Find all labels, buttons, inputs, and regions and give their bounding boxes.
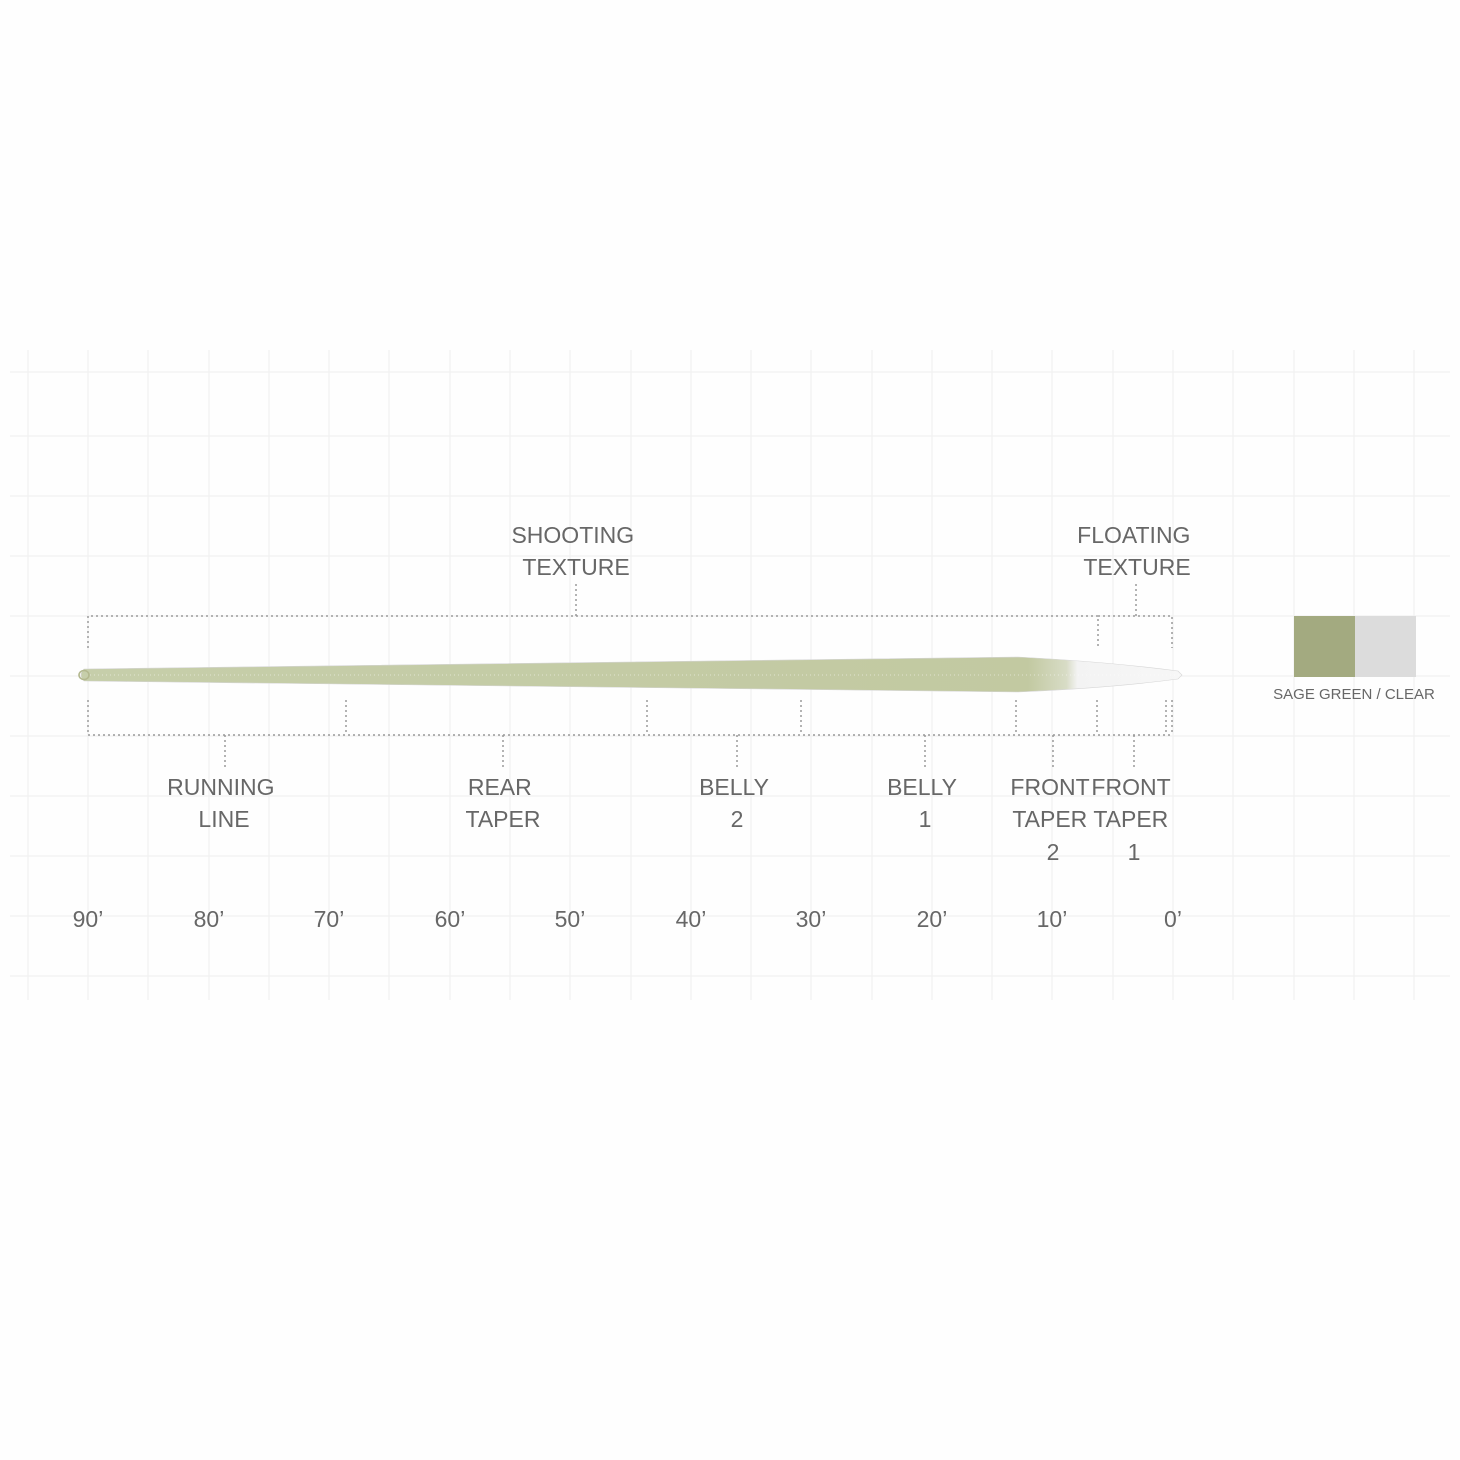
scale-tick-label: 0’: [1164, 906, 1182, 932]
shooting-texture-label: SHOOTING TEXTURE: [511, 522, 640, 580]
scale-tick-label: 50’: [555, 906, 586, 932]
label-line: 1: [919, 806, 932, 832]
section-label-front-taper-1: FRONT TAPER 1: [1091, 774, 1176, 865]
section-label-front-taper-2: FRONT TAPER 2: [1010, 774, 1095, 865]
clear-swatch: [1355, 616, 1416, 677]
scale-tick-label: 70’: [314, 906, 345, 932]
label-line: FRONT: [1010, 774, 1089, 800]
label-line: FRONT: [1091, 774, 1170, 800]
color-legend: SAGE GREEN / CLEAR: [1273, 616, 1435, 703]
label-line: FLOATING: [1077, 522, 1190, 548]
label-line: 1: [1128, 839, 1141, 865]
scale-tick-label: 60’: [435, 906, 466, 932]
label-line: TAPER: [1093, 806, 1168, 832]
label-line: SHOOTING: [511, 522, 634, 548]
scale-tick-label: 20’: [917, 906, 948, 932]
legend-label: SAGE GREEN / CLEAR: [1273, 686, 1435, 703]
label-line: 2: [1047, 839, 1060, 865]
section-label-belly-1: BELLY 1: [887, 774, 963, 832]
floating-texture-label: FLOATING TEXTURE: [1077, 522, 1197, 580]
label-line: RUNNING: [167, 774, 274, 800]
label-line: TEXTURE: [522, 554, 629, 580]
section-label-rear-taper: REAR TAPER: [466, 774, 541, 832]
label-line: TAPER: [1012, 806, 1087, 832]
label-line: LINE: [198, 806, 249, 832]
label-line: BELLY: [699, 774, 769, 800]
label-line: REAR: [468, 774, 532, 800]
scale-tick-label: 40’: [676, 906, 707, 932]
section-label-running-line: RUNNING LINE: [167, 774, 281, 832]
welded-loop: [78, 669, 90, 681]
label-line: TAPER: [466, 806, 541, 832]
distance-scale: 90’ 80’ 70’ 60’ 50’ 40’ 30’ 20’ 10’ 0’: [73, 906, 1182, 932]
scale-tick-label: 90’: [73, 906, 104, 932]
section-brackets: [87, 700, 1173, 770]
scale-tick-label: 30’: [796, 906, 827, 932]
section-label-belly-2: BELLY 2: [699, 774, 775, 832]
scale-tick-label: 10’: [1037, 906, 1068, 932]
shooting-texture-bracket: [87, 615, 1099, 648]
scale-tick-label: 80’: [194, 906, 225, 932]
label-line: TEXTURE: [1083, 554, 1190, 580]
sage-green-swatch: [1294, 616, 1355, 677]
floating-texture-bracket: [1098, 615, 1173, 648]
texture-brackets: [87, 584, 1173, 648]
label-line: 2: [731, 806, 744, 832]
label-line: BELLY: [887, 774, 957, 800]
